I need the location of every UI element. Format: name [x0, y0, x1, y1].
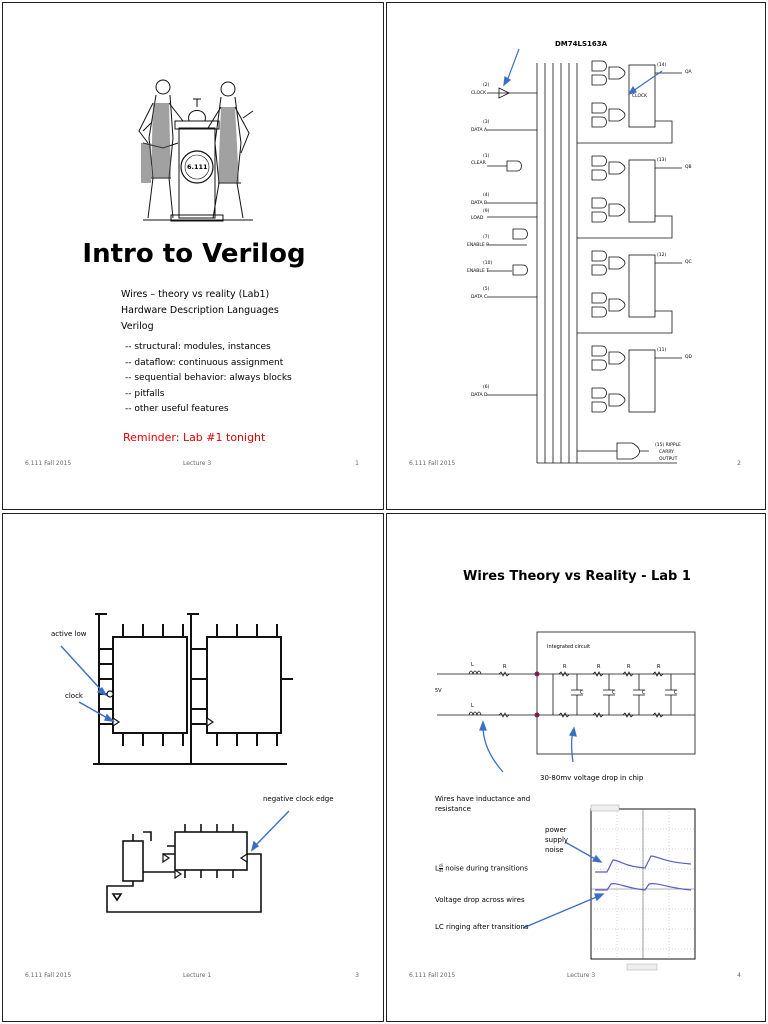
- ic-label: Integrated circuit: [547, 644, 591, 650]
- resistor-label: R: [597, 664, 601, 670]
- pin-label: DATA A: [471, 128, 488, 133]
- output-label: QD: [685, 355, 693, 360]
- ff-clock-label: CLOCK: [632, 94, 648, 99]
- capacitor-label: C: [674, 690, 678, 696]
- inductor-label: L: [471, 703, 474, 709]
- clock-label: clock: [65, 692, 83, 700]
- capacitor-label: C: [642, 690, 646, 696]
- pin-label: ENABLE P: [467, 243, 489, 248]
- subbullet-item: -- structural: modules, instances: [125, 342, 271, 352]
- output-label: QB: [685, 165, 692, 170]
- pin-label: DATA D: [471, 393, 488, 398]
- subbullet-item: -- sequential behavior: always blocks: [125, 373, 292, 383]
- subbullet-item: -- other useful features: [125, 404, 229, 414]
- source-label: 5V: [435, 688, 442, 694]
- pin-number: (2): [483, 83, 490, 88]
- bullet-item: Wires – theory vs reality (Lab1): [121, 289, 270, 300]
- voltage-drop-wires: Voltage drop across wires: [435, 896, 525, 904]
- pin-label: DATA B: [471, 201, 488, 206]
- slide-1: 6.111 Intro to Verilog Wires – theory vs…: [2, 2, 384, 510]
- slide-title: Wires Theory vs Reality - Lab 1: [463, 569, 691, 584]
- resistor-label: R: [503, 664, 507, 670]
- pin-label: LOAD: [471, 216, 484, 221]
- seal-circle: [180, 150, 214, 184]
- pin-number: (5): [483, 287, 490, 292]
- footer-lecture: Lecture 1: [183, 972, 212, 979]
- subbullet-item: -- pitfalls: [125, 388, 165, 399]
- slide-2: DM74LS163A (2) CLOCK (3) DATA A (1) CLEA…: [386, 2, 766, 510]
- wires-note: Wires have inductance and resistance: [435, 795, 531, 813]
- footer-page: 3: [355, 972, 359, 979]
- output-label: QA: [685, 70, 692, 75]
- subbullet-list: -- structural: modules, instances -- dat…: [125, 340, 292, 418]
- engraving-illustration: [138, 79, 254, 222]
- power-noise-label: power supply noise: [545, 826, 569, 854]
- ripple-label: CARRY: [659, 450, 674, 455]
- seal-label: 6.111: [187, 163, 208, 171]
- slide-title: Intro to Verilog: [82, 239, 306, 269]
- pin-number: (6): [483, 385, 490, 390]
- counter-schematic: [487, 48, 682, 464]
- pin-number: (1): [483, 154, 490, 159]
- flipflop-diagram: [60, 613, 293, 913]
- subbullet-item: -- dataflow: continuous assignment: [125, 357, 284, 368]
- footer-page: 4: [737, 972, 741, 979]
- footer-course: 6.111 Fall 2015: [25, 460, 72, 467]
- wire-model-circuit: [437, 631, 696, 971]
- pin-label: ENABLE T: [467, 269, 489, 274]
- resistor-label: R: [627, 664, 631, 670]
- pin-label: DATA C: [471, 295, 488, 300]
- pin-label: CLOCK: [471, 91, 487, 96]
- pin-number: (3): [483, 120, 490, 125]
- output-pin: (14): [657, 63, 667, 68]
- footer-lecture: Lecture 3: [183, 460, 212, 467]
- footer-course: 6.111 Fall 2015: [409, 460, 456, 467]
- chip-name: DM74LS163A: [555, 40, 608, 48]
- pin-number: (4): [483, 193, 490, 198]
- resistor-label: R: [563, 664, 567, 670]
- pin-number: (10): [483, 261, 493, 266]
- footer-course: 6.111 Fall 2015: [409, 972, 456, 979]
- reminder-text: Reminder: Lab #1 tonight: [123, 431, 266, 444]
- pin-number: (9): [483, 209, 490, 214]
- lc-ringing-note: LC ringing after transitions: [435, 923, 529, 931]
- pin-label: CLEAR: [471, 161, 486, 166]
- slide-4: Wires Theory vs Reality - Lab 1: [386, 513, 766, 1022]
- ripple-label: (15) RIPPLE: [655, 443, 681, 448]
- ripple-label: OUTPUT: [659, 457, 678, 462]
- active-low-label: active low: [51, 630, 87, 638]
- output-label: QC: [685, 260, 692, 265]
- capacitor-label: C: [612, 690, 616, 696]
- footer-page: 2: [737, 460, 741, 467]
- output-pin: (13): [657, 158, 667, 163]
- footer-lecture: Lecture 3: [567, 972, 596, 979]
- pin-number: (7): [483, 235, 490, 240]
- bullet-list: Wires – theory vs reality (Lab1) Hardwar…: [121, 287, 279, 335]
- footer-page: 1: [355, 460, 359, 467]
- output-pin: (11): [657, 348, 667, 353]
- resistor-label: R: [657, 664, 661, 670]
- capacitor-label: C: [580, 690, 584, 696]
- output-pin: (12): [657, 253, 667, 258]
- inductor-label: L: [471, 662, 474, 668]
- footer-course: 6.111 Fall 2015: [25, 972, 72, 979]
- bullet-item: Verilog: [121, 321, 154, 332]
- negative-edge-label: negative clock edge: [263, 795, 334, 803]
- voltage-drop-note: 30-80mv voltage drop in chip: [540, 774, 644, 782]
- slide-3: active low clock negative clock edge 6.1…: [2, 513, 384, 1022]
- bullet-item: Hardware Description Languages: [121, 305, 279, 316]
